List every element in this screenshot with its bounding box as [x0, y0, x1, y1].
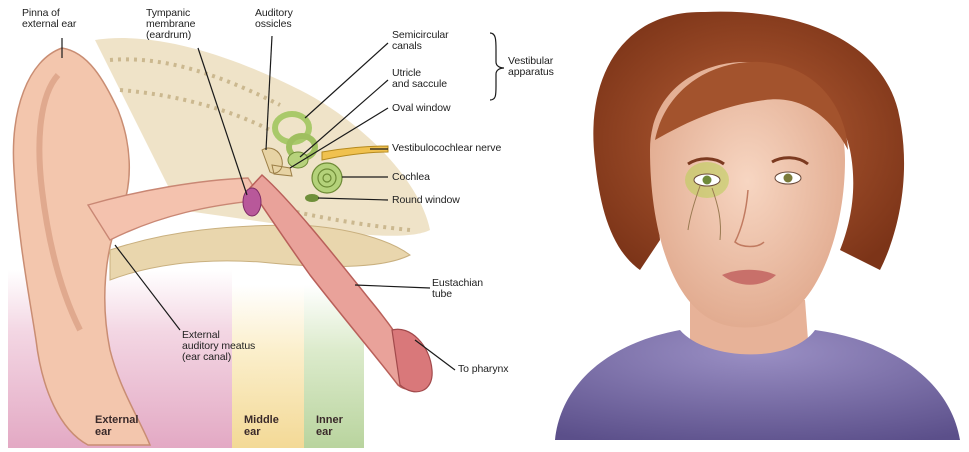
- label-vestibular-apparatus: Vestibular apparatus: [508, 56, 554, 78]
- label-round-window: Round window: [392, 195, 460, 206]
- label-cochlea: Cochlea: [392, 172, 430, 183]
- label-oval-window: Oval window: [392, 103, 450, 114]
- label-utricle-saccule: Utricle and saccule: [392, 68, 447, 90]
- label-external-auditory-meatus: External auditory meatus (ear canal): [182, 330, 255, 363]
- zone-label-middle-ear: Middle ear: [244, 414, 279, 438]
- vestibular-bracket: [490, 33, 504, 100]
- leader-semicircular: [305, 43, 388, 118]
- label-to-pharynx: To pharynx: [458, 364, 508, 375]
- right-iris: [784, 174, 793, 183]
- left-iris: [703, 176, 712, 185]
- zone-label-inner-ear: Inner ear: [316, 414, 343, 438]
- leader-eustachian: [355, 285, 430, 288]
- label-semicircular-canals: Semicircular canals: [392, 30, 449, 52]
- zone-label-external-ear: External ear: [95, 414, 138, 438]
- label-tympanic-membrane: Tympanic membrane (eardrum): [146, 8, 195, 41]
- cochlea: [312, 163, 342, 193]
- label-auditory-ossicles: Auditory ossicles: [255, 8, 293, 30]
- round-window: [305, 194, 319, 202]
- utricle-saccule: [288, 152, 308, 168]
- label-vestibulocochlear-nerve: Vestibulocochlear nerve: [392, 143, 501, 154]
- label-pinna: Pinna of external ear: [22, 8, 76, 30]
- label-eustachian-tube: Eustachian tube: [432, 278, 483, 300]
